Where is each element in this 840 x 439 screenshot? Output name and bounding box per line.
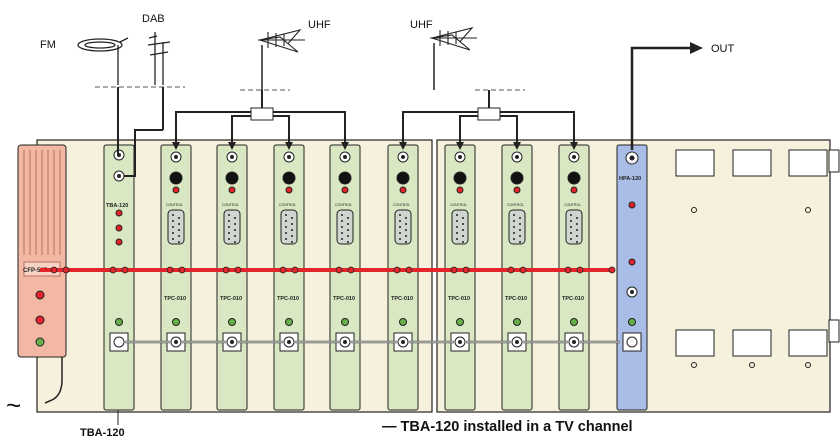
tpc-control-label: CONTROL: [279, 203, 296, 207]
out-label: OUT: [711, 43, 735, 55]
uhf-label-2: UHF: [410, 19, 433, 31]
splitter-2: [399, 90, 578, 150]
tpc-module: TPC-010 CONTROL: [273, 144, 305, 411]
uhf-antenna-icon-2: [429, 27, 477, 90]
psu-name: CFP-507: [23, 268, 48, 274]
tpc-control-label: CONTROL: [393, 203, 410, 207]
tpc-control-label: CONTROL: [507, 203, 524, 207]
tpc-name: TPC-010: [391, 296, 413, 302]
tpc-modules: TPC-010 CONTROL TPC-010 CONTROL TPC-010 CONTR…: [160, 144, 590, 411]
tpc-module: TPC-010 CONTROL: [558, 144, 590, 411]
tpc-control-label: CONTROL: [450, 203, 467, 207]
tpc-name: TPC-010: [448, 296, 470, 302]
tpc-module: TPC-010 CONTROL: [329, 144, 361, 411]
uhf-antenna-icon-1: [257, 29, 305, 90]
dab-antenna-icon: [147, 32, 171, 85]
mains-symbol: ~: [6, 390, 21, 420]
tpc-control-label: CONTROL: [166, 203, 183, 207]
fm-antenna-icon: [77, 37, 129, 85]
tpc-control-label: CONTROL: [564, 203, 581, 207]
tpc-module: TPC-010 CONTROL: [387, 144, 419, 411]
tpc-name: TPC-010: [277, 296, 299, 302]
tpc-name: TPC-010: [505, 296, 527, 302]
hpa-name: HPA-120: [619, 176, 641, 182]
tpc-module: TPC-010 CONTROL: [216, 144, 248, 411]
tpc-module: TPC-010 CONTROL: [160, 144, 192, 411]
output-line: [630, 42, 703, 150]
tpc-name: TPC-010: [164, 296, 186, 302]
caption: — TBA-120 installed in a TV channel: [382, 419, 633, 435]
psu-module: [17, 144, 67, 404]
tpc-name: TPC-010: [562, 296, 584, 302]
tpc-module: TPC-010 CONTROL: [444, 144, 476, 411]
splitter-1: [172, 90, 349, 150]
bottom-model-label: TBA-120: [80, 427, 125, 439]
tba-module: [103, 144, 135, 411]
fm-label: FM: [40, 39, 56, 51]
red-bus-nodes: [50, 266, 616, 274]
tpc-name: TPC-010: [333, 296, 355, 302]
uhf-label-1: UHF: [308, 19, 331, 31]
dab-label: DAB: [142, 13, 165, 25]
tpc-control-label: CONTROL: [335, 203, 352, 207]
hpa-module: [616, 144, 648, 411]
tpc-name: TPC-010: [220, 296, 242, 302]
tpc-module: TPC-010 CONTROL: [501, 144, 533, 411]
tpc-control-label: CONTROL: [222, 203, 239, 207]
tba-name: TBA-120: [106, 203, 128, 209]
